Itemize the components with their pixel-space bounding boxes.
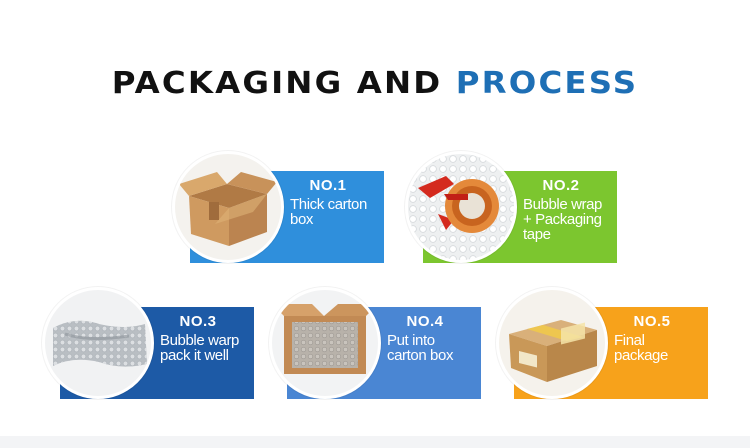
step-card-2: NO.2 Bubble wrap + Packaging tape bbox=[405, 151, 617, 263]
step-number: NO.5 bbox=[633, 313, 671, 330]
step-number: NO.3 bbox=[179, 313, 217, 330]
bottom-band bbox=[0, 436, 750, 448]
sealed-package-icon bbox=[496, 287, 608, 399]
tape-dispenser-icon bbox=[405, 151, 517, 263]
step-description: Bubble warp pack it well bbox=[160, 332, 239, 364]
step-description: Bubble wrap + Packaging tape bbox=[523, 196, 602, 243]
step-label: NO.4 Put into carton box bbox=[387, 313, 475, 363]
step-card-3: NO.3 Bubble warp pack it well bbox=[42, 287, 254, 399]
step-number: NO.4 bbox=[406, 313, 444, 330]
step-description: Final package bbox=[614, 332, 668, 364]
step-description: Put into carton box bbox=[387, 332, 454, 364]
step-number: NO.2 bbox=[542, 177, 580, 194]
step-label: NO.5 Final package bbox=[614, 313, 702, 363]
step-label: NO.2 Bubble wrap + Packaging tape bbox=[523, 177, 611, 242]
title-accent: PROCESS bbox=[455, 66, 639, 101]
title-main: PACKAGING AND bbox=[111, 66, 443, 101]
bubble-wrapped-item-icon bbox=[42, 287, 154, 399]
step-card-1: NO.1 Thick carton box bbox=[172, 151, 384, 263]
page-title: PACKAGING AND PROCESS bbox=[0, 62, 750, 106]
carton-with-bubble-wrap-icon bbox=[269, 287, 381, 399]
step-card-5: NO.5 Final package bbox=[496, 287, 708, 399]
step-card-4: NO.4 Put into carton box bbox=[269, 287, 481, 399]
step-number: NO.1 bbox=[309, 177, 347, 194]
step-label: NO.1 Thick carton box bbox=[290, 177, 378, 227]
step-description: Thick carton box bbox=[290, 196, 367, 228]
step-label: NO.3 Bubble warp pack it well bbox=[160, 313, 248, 363]
open-carton-icon bbox=[172, 151, 284, 263]
